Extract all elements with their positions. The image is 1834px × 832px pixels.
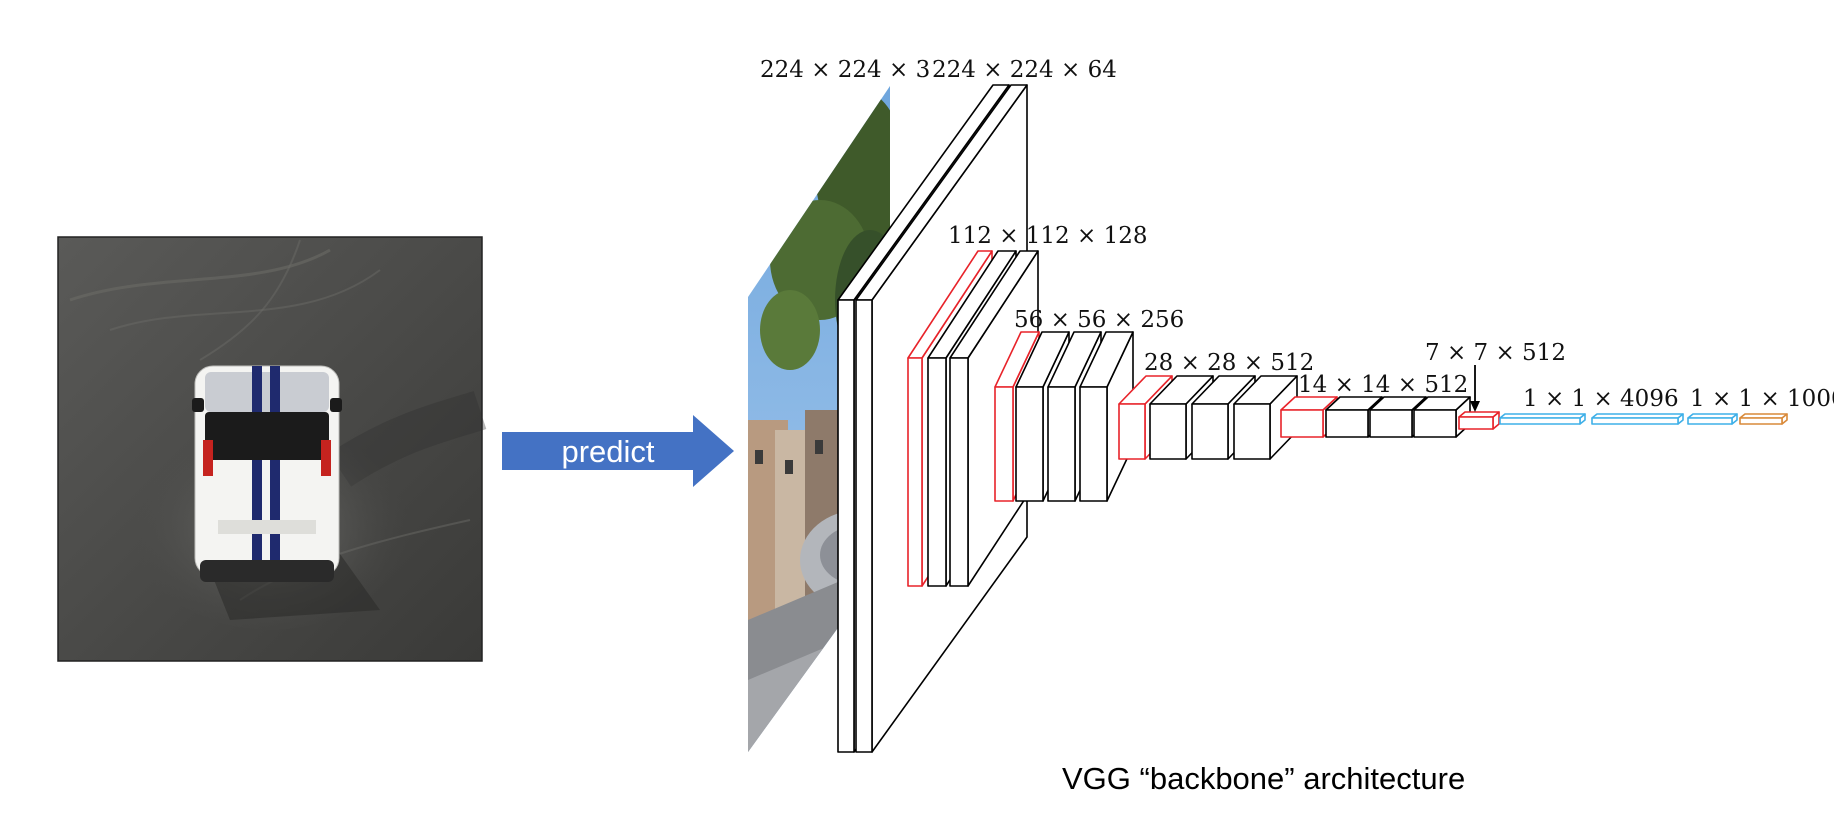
layer-face (1739, 417, 1783, 425)
predict-arrow: predict (502, 415, 734, 487)
layer-face (1015, 386, 1044, 502)
layer-face (1413, 409, 1457, 438)
label-conv1-dims: 224 × 224 × 64 (932, 57, 1117, 83)
layer-face (1591, 417, 1679, 425)
layer-fc3 (1687, 413, 1738, 425)
layer-pool5 (1458, 411, 1500, 430)
layer-face (927, 357, 947, 587)
predict-arrow-label: predict (561, 434, 654, 469)
label-fc1-dims: 1 × 1 × 4096 (1523, 386, 1679, 412)
layer-boxes (837, 84, 1788, 753)
label-conv5-dims: 14 × 14 × 512 (1298, 372, 1468, 398)
layer-face (1280, 409, 1324, 438)
label-fc3-dims: 1 × 1 × 1000 (1690, 386, 1834, 412)
layer-face (1149, 403, 1187, 460)
layer-face (1325, 409, 1369, 438)
layer-face (949, 357, 969, 587)
layer-face (1369, 409, 1413, 438)
label-input-dims: 224 × 224 × 3 (760, 57, 930, 83)
layer-softmax (1739, 413, 1788, 425)
diagram-caption: VGG “backbone” architecture (1062, 761, 1465, 796)
layer-face (1499, 417, 1581, 425)
pointer-arrow (1470, 365, 1480, 412)
layer-face (1079, 386, 1108, 502)
car-icon (192, 365, 342, 582)
layer-fc1 (1499, 413, 1586, 425)
layer-face (1687, 417, 1733, 425)
layer-face (907, 357, 923, 587)
layer-face (1458, 416, 1494, 430)
layer-face (1118, 403, 1146, 460)
input-photo (57, 236, 487, 662)
layer-face (855, 299, 873, 753)
label-conv4-dims: 28 × 28 × 512 (1144, 350, 1314, 376)
layer-fc2 (1591, 413, 1684, 425)
layer-face (994, 386, 1014, 502)
dimension-labels: 224 × 224 × 3 224 × 224 × 64 112 × 112 ×… (760, 57, 1834, 412)
label-conv3-dims: 56 × 56 × 256 (1014, 307, 1184, 333)
layer-face (1047, 386, 1076, 502)
layer-face (1233, 403, 1271, 460)
layer-face (837, 299, 855, 753)
label-conv2-dims: 112 × 112 × 128 (948, 223, 1148, 249)
layer-face (1191, 403, 1229, 460)
label-pool5-dims: 7 × 7 × 512 (1425, 340, 1566, 366)
